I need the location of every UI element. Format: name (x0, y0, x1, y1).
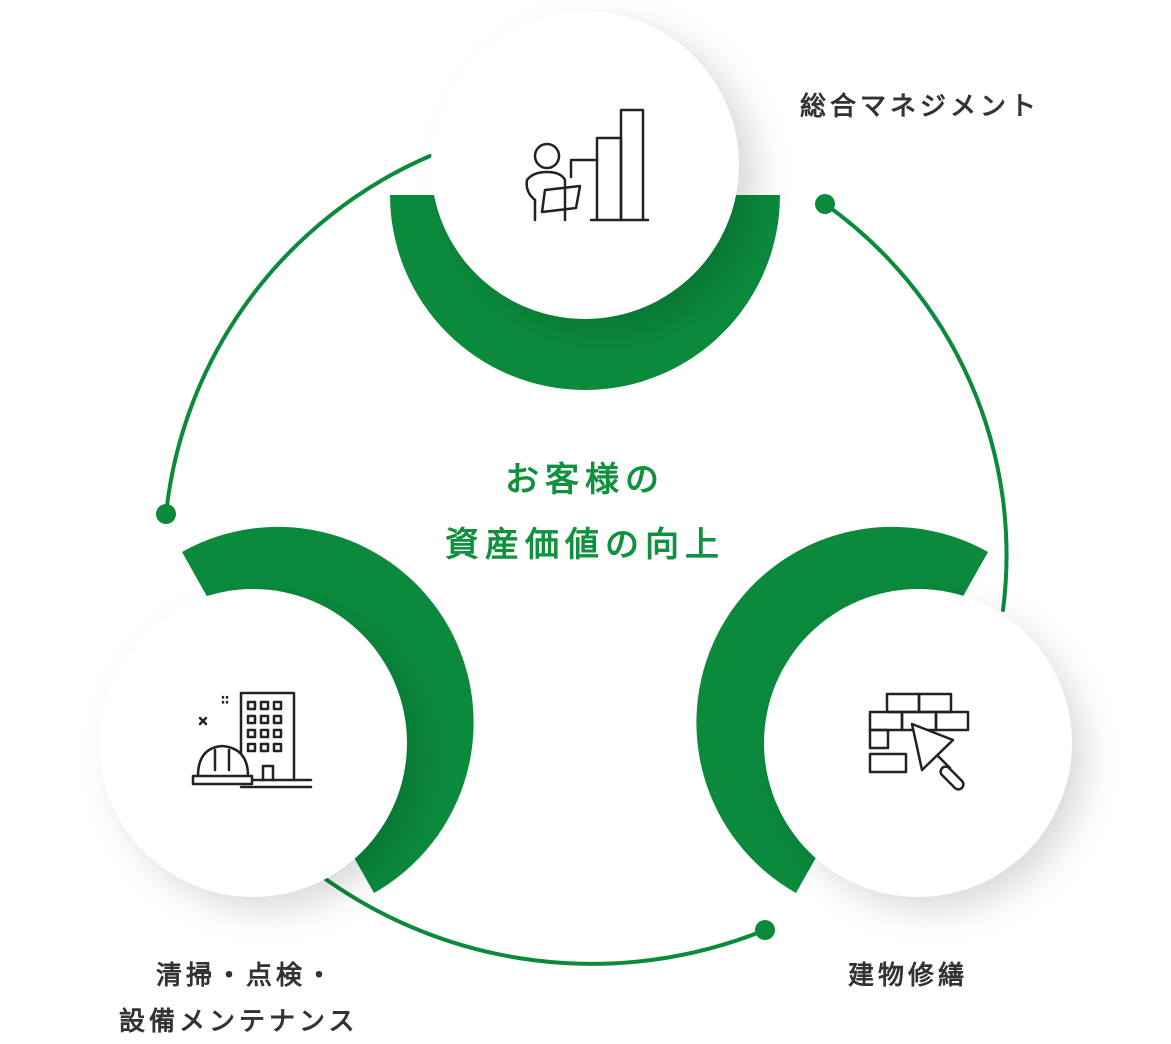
node-label-management: 総合マネジメント (800, 92, 1041, 122)
node-circle-management (431, 11, 739, 319)
center-title-line2: 資産価値の向上 (445, 525, 725, 565)
arc-end-dot (156, 504, 176, 524)
brick-trowel-icon (868, 692, 970, 791)
arc-end-dot (755, 920, 775, 940)
cycle-arc-right (823, 202, 1009, 612)
presentation-chart-icon (525, 108, 650, 222)
cycle-arc-bottom (318, 873, 767, 966)
node-label-maintenance-line1: 清掃・点検・ (156, 961, 337, 991)
cycle-arc-left (164, 154, 432, 516)
center-title-line1: お客様の (505, 460, 665, 500)
arc-end-dot (815, 194, 835, 214)
node-label-maintenance-line2: 設備メンテナンス (119, 1007, 359, 1037)
node-label-repair: 建物修繕 (848, 961, 969, 991)
building-hardhat-icon (191, 691, 313, 789)
